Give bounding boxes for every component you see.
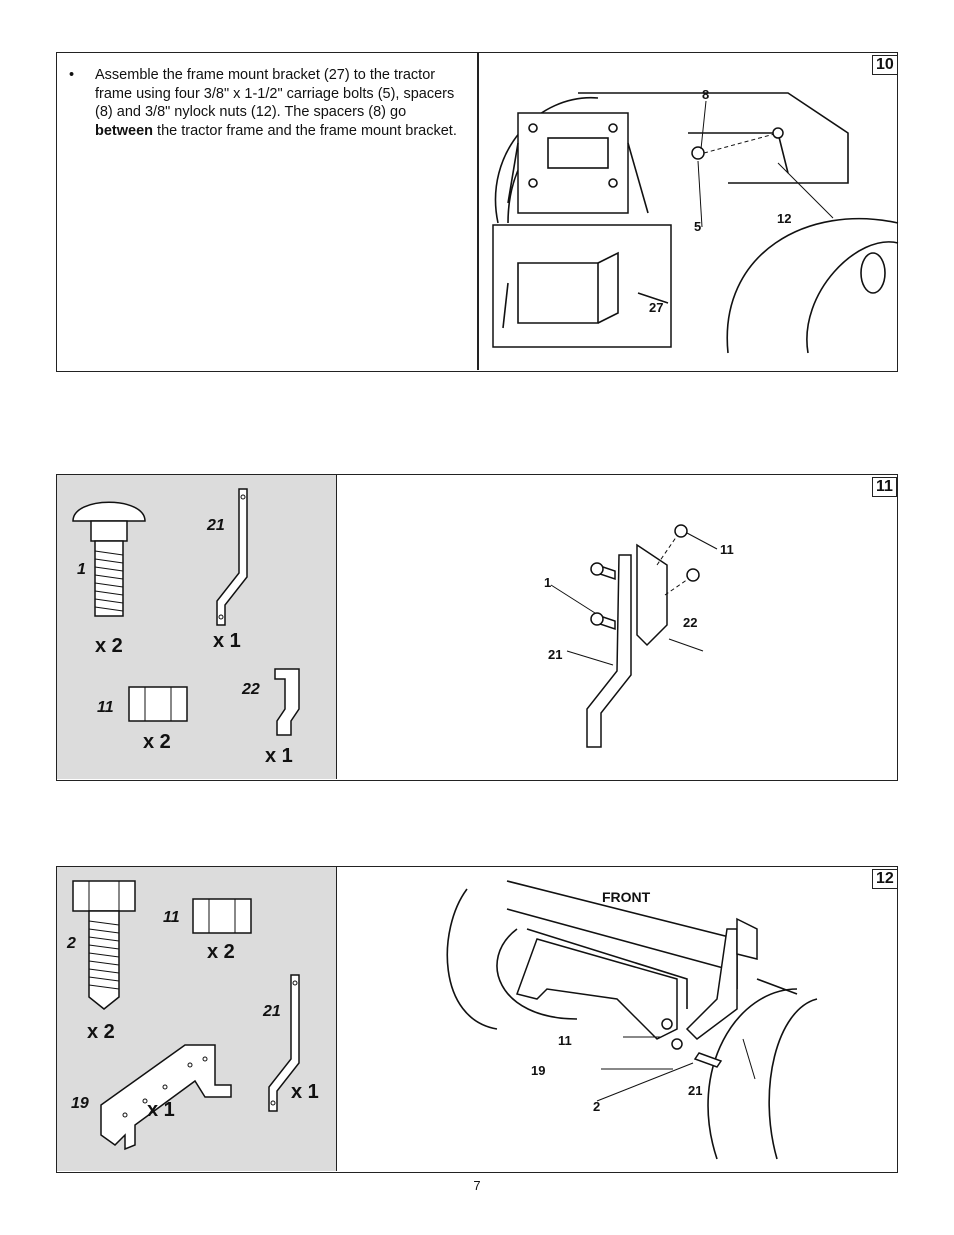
callout-8: 8 — [702, 87, 710, 102]
front-label: FRONT — [602, 889, 651, 905]
part-label-11: 11 — [163, 909, 180, 926]
bracket-assembly-illustration — [550, 524, 718, 748]
part-qty-2: x 2 — [87, 1021, 115, 1043]
callout-21: 21 — [548, 647, 563, 662]
callout-11: 11 — [720, 542, 734, 557]
step-number: 12 — [872, 869, 898, 889]
step-10-panel: • Assemble the frame mount bracket (27) … — [56, 52, 899, 372]
step-number: 11 — [872, 477, 897, 497]
hex-nut-icon — [192, 898, 252, 934]
callout-5: 5 — [694, 219, 702, 234]
bullet: • — [69, 67, 75, 83]
step-10-divider — [477, 53, 479, 370]
bracket-strap-icon — [216, 488, 248, 626]
part-qty-22: x 1 — [265, 745, 293, 767]
callout-22: 22 — [683, 615, 698, 630]
callout-12: 12 — [777, 211, 792, 226]
callout-19: 19 — [531, 1063, 546, 1078]
part-label-22: 22 — [242, 681, 260, 698]
part-label-2: 2 — [67, 935, 76, 952]
part-label-21: 21 — [263, 1003, 281, 1020]
step-10-instructions: Assemble the frame mount bracket (27) to… — [95, 67, 457, 139]
page-number: 7 — [473, 1178, 481, 1193]
part-label-1: 1 — [77, 561, 86, 578]
parts-list: 1 x 2 21 x 1 11 x 2 22 x 1 — [57, 475, 337, 779]
part-qty-1: x 2 — [95, 635, 123, 657]
part-label-19: 19 — [71, 1095, 89, 1112]
part-qty-21: x 1 — [213, 630, 241, 652]
part-qty-11: x 2 — [143, 731, 171, 753]
callout-2: 2 — [593, 1099, 601, 1114]
step-number: 10 — [872, 55, 898, 75]
mount-plate-icon — [100, 1044, 232, 1151]
callout-27: 27 — [649, 300, 664, 315]
frame-mount-illustration — [492, 92, 899, 354]
callout-1: 1 — [544, 575, 552, 590]
part-qty-19: x 1 — [147, 1099, 175, 1121]
callout-21: 21 — [688, 1083, 703, 1098]
parts-list: 2 x 2 11 x 2 21 x 1 19 x 1 — [57, 867, 337, 1171]
part-label-21: 21 — [207, 517, 225, 534]
part-qty-11: x 2 — [207, 941, 235, 963]
carriage-bolt-icon — [72, 501, 146, 617]
offset-bracket-icon — [274, 668, 300, 736]
part-qty-21: x 1 — [291, 1081, 319, 1103]
part-label-11: 11 — [97, 699, 114, 716]
front-mount-illustration — [446, 880, 818, 1160]
callout-11: 11 — [558, 1033, 572, 1048]
step-11-panel: 1 x 2 21 x 1 11 x 2 22 x 1 11 — [56, 474, 898, 781]
step-12-panel: 2 x 2 11 x 2 21 x 1 19 x 1 12 — [56, 866, 898, 1173]
hex-bolt-icon — [72, 880, 136, 1010]
bracket-strap-icon — [268, 974, 300, 1112]
hex-nut-icon — [128, 686, 188, 722]
